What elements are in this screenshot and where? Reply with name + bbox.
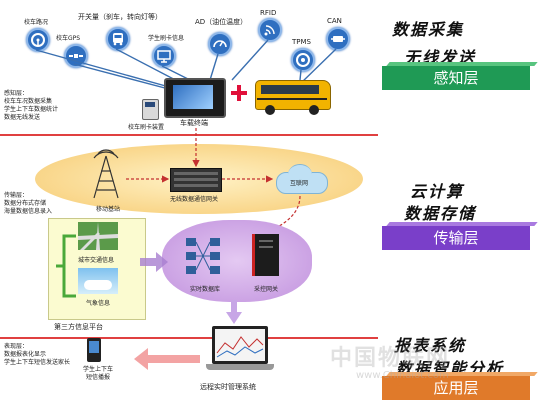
gateway-device xyxy=(170,168,222,192)
sms-arrow xyxy=(134,348,200,370)
down-arrow xyxy=(226,300,242,324)
traffic-label: 城市交通信息 xyxy=(78,257,115,264)
can-bus-icon xyxy=(326,27,350,51)
transport-note: 传输层： 数据分布式存储 海量数据信息录入 xyxy=(4,192,53,215)
card-reader-device xyxy=(142,99,159,120)
phone-image xyxy=(87,338,101,362)
watermark-url: www.Chinaiot.com xyxy=(356,370,449,381)
layer2-heading-line1: 云计算 xyxy=(410,182,465,201)
layer3-heading-line1: 报表系统 xyxy=(394,336,467,355)
gateway-label: 无线数据通信网关 xyxy=(170,196,219,203)
control-gateway-label: 采控网关 xyxy=(254,286,279,293)
base-station-icon xyxy=(93,149,119,199)
icon-label-gps: 校车GPS xyxy=(56,35,81,42)
icon-label-road: 校车路况 xyxy=(24,19,49,26)
icon-label-tpms: TPMS xyxy=(292,38,311,46)
laptop-image xyxy=(206,326,276,378)
terminal-label: 车载终端 xyxy=(180,119,208,127)
weather-label: 气象信息 xyxy=(86,300,111,307)
phone-label: 学生上下车 短信播报 xyxy=(83,366,114,381)
traffic-info-image xyxy=(78,222,118,250)
data-storage-cloud xyxy=(162,220,312,302)
layer1-box: 感知层 xyxy=(382,62,538,90)
vehicle-terminal xyxy=(164,78,226,118)
bus-icon xyxy=(106,27,130,51)
internet-label: 互联网 xyxy=(290,180,309,187)
plus-icon xyxy=(231,85,247,101)
icon-label-rfid: RFID xyxy=(260,9,277,17)
school-bus-image xyxy=(255,76,331,116)
layer-divider-bottom xyxy=(0,337,378,339)
third-party-label: 第三方信息平台 xyxy=(54,323,103,331)
control-gateway-device xyxy=(252,234,279,276)
layer3-box: 应用层 xyxy=(382,372,538,400)
feed-arrow xyxy=(140,252,168,272)
internet-cloud-icon xyxy=(274,164,328,194)
watermark-logo: 中国物联网 xyxy=(330,346,451,371)
realtime-db-label: 实时数据库 xyxy=(190,286,221,293)
layer-divider-top xyxy=(0,134,378,136)
gauge-icon xyxy=(208,32,232,56)
icon-label-switch: 开关量（刹车，转向灯等） xyxy=(78,13,162,21)
base-station-label: 移动基站 xyxy=(96,206,121,213)
tire-icon xyxy=(291,48,315,72)
icon-label-ad: AD（油位温度） xyxy=(195,18,248,26)
realtime-database-icon xyxy=(186,238,220,274)
icon-label-card: 学生刷卡信息 xyxy=(148,35,185,42)
sensor-connection-lines xyxy=(35,39,337,93)
layer2-box: 传输层 xyxy=(382,222,538,250)
laptop-label: 远程实时管理系统 xyxy=(200,383,256,391)
icon-label-can: CAN xyxy=(327,17,342,25)
third-party-bracket xyxy=(56,234,76,298)
perception-note: 感知层： 校车车况数据采集 学生上下车数据统计 数据无线发送 xyxy=(4,90,59,121)
layer1-heading-line1: 数据采集 xyxy=(392,20,465,39)
application-note: 表现层： 数据报表化显示 学生上下车短信发送家长 xyxy=(4,343,71,366)
rfid-icon xyxy=(258,18,282,42)
card-reader-label: 校车刷卡装置 xyxy=(128,124,165,131)
layer2-heading-line2: 数据存储 xyxy=(404,204,477,223)
weather-info-image xyxy=(78,268,118,294)
